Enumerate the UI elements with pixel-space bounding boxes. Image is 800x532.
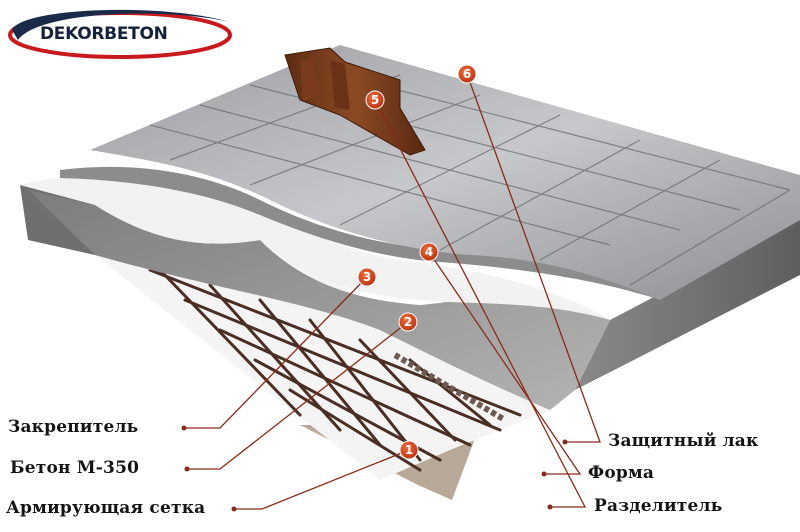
marker-5: 5 bbox=[366, 91, 384, 109]
label-separator: Разделитель bbox=[594, 496, 722, 516]
label-fixer: Закрепитель bbox=[8, 417, 138, 437]
label-form: Форма bbox=[588, 463, 654, 483]
marker-4-number: 4 bbox=[425, 245, 433, 259]
marker-4: 4 bbox=[420, 243, 438, 261]
label-varnish: Защитный лак bbox=[608, 431, 759, 451]
marker-3-number: 3 bbox=[363, 270, 371, 284]
marker-1: 1 bbox=[400, 441, 418, 459]
marker-1-number: 1 bbox=[405, 443, 413, 457]
marker-6: 6 bbox=[458, 65, 476, 83]
label-mesh: Армирующая сетка bbox=[6, 498, 205, 518]
marker-2: 2 bbox=[399, 313, 417, 331]
marker-2-number: 2 bbox=[404, 315, 412, 329]
brand-logo-text: DEKORBETON bbox=[40, 24, 168, 44]
marker-5-number: 5 bbox=[371, 93, 379, 107]
marker-3: 3 bbox=[358, 268, 376, 286]
marker-6-number: 6 bbox=[463, 67, 471, 81]
label-concrete: Бетон М-350 bbox=[10, 458, 139, 478]
